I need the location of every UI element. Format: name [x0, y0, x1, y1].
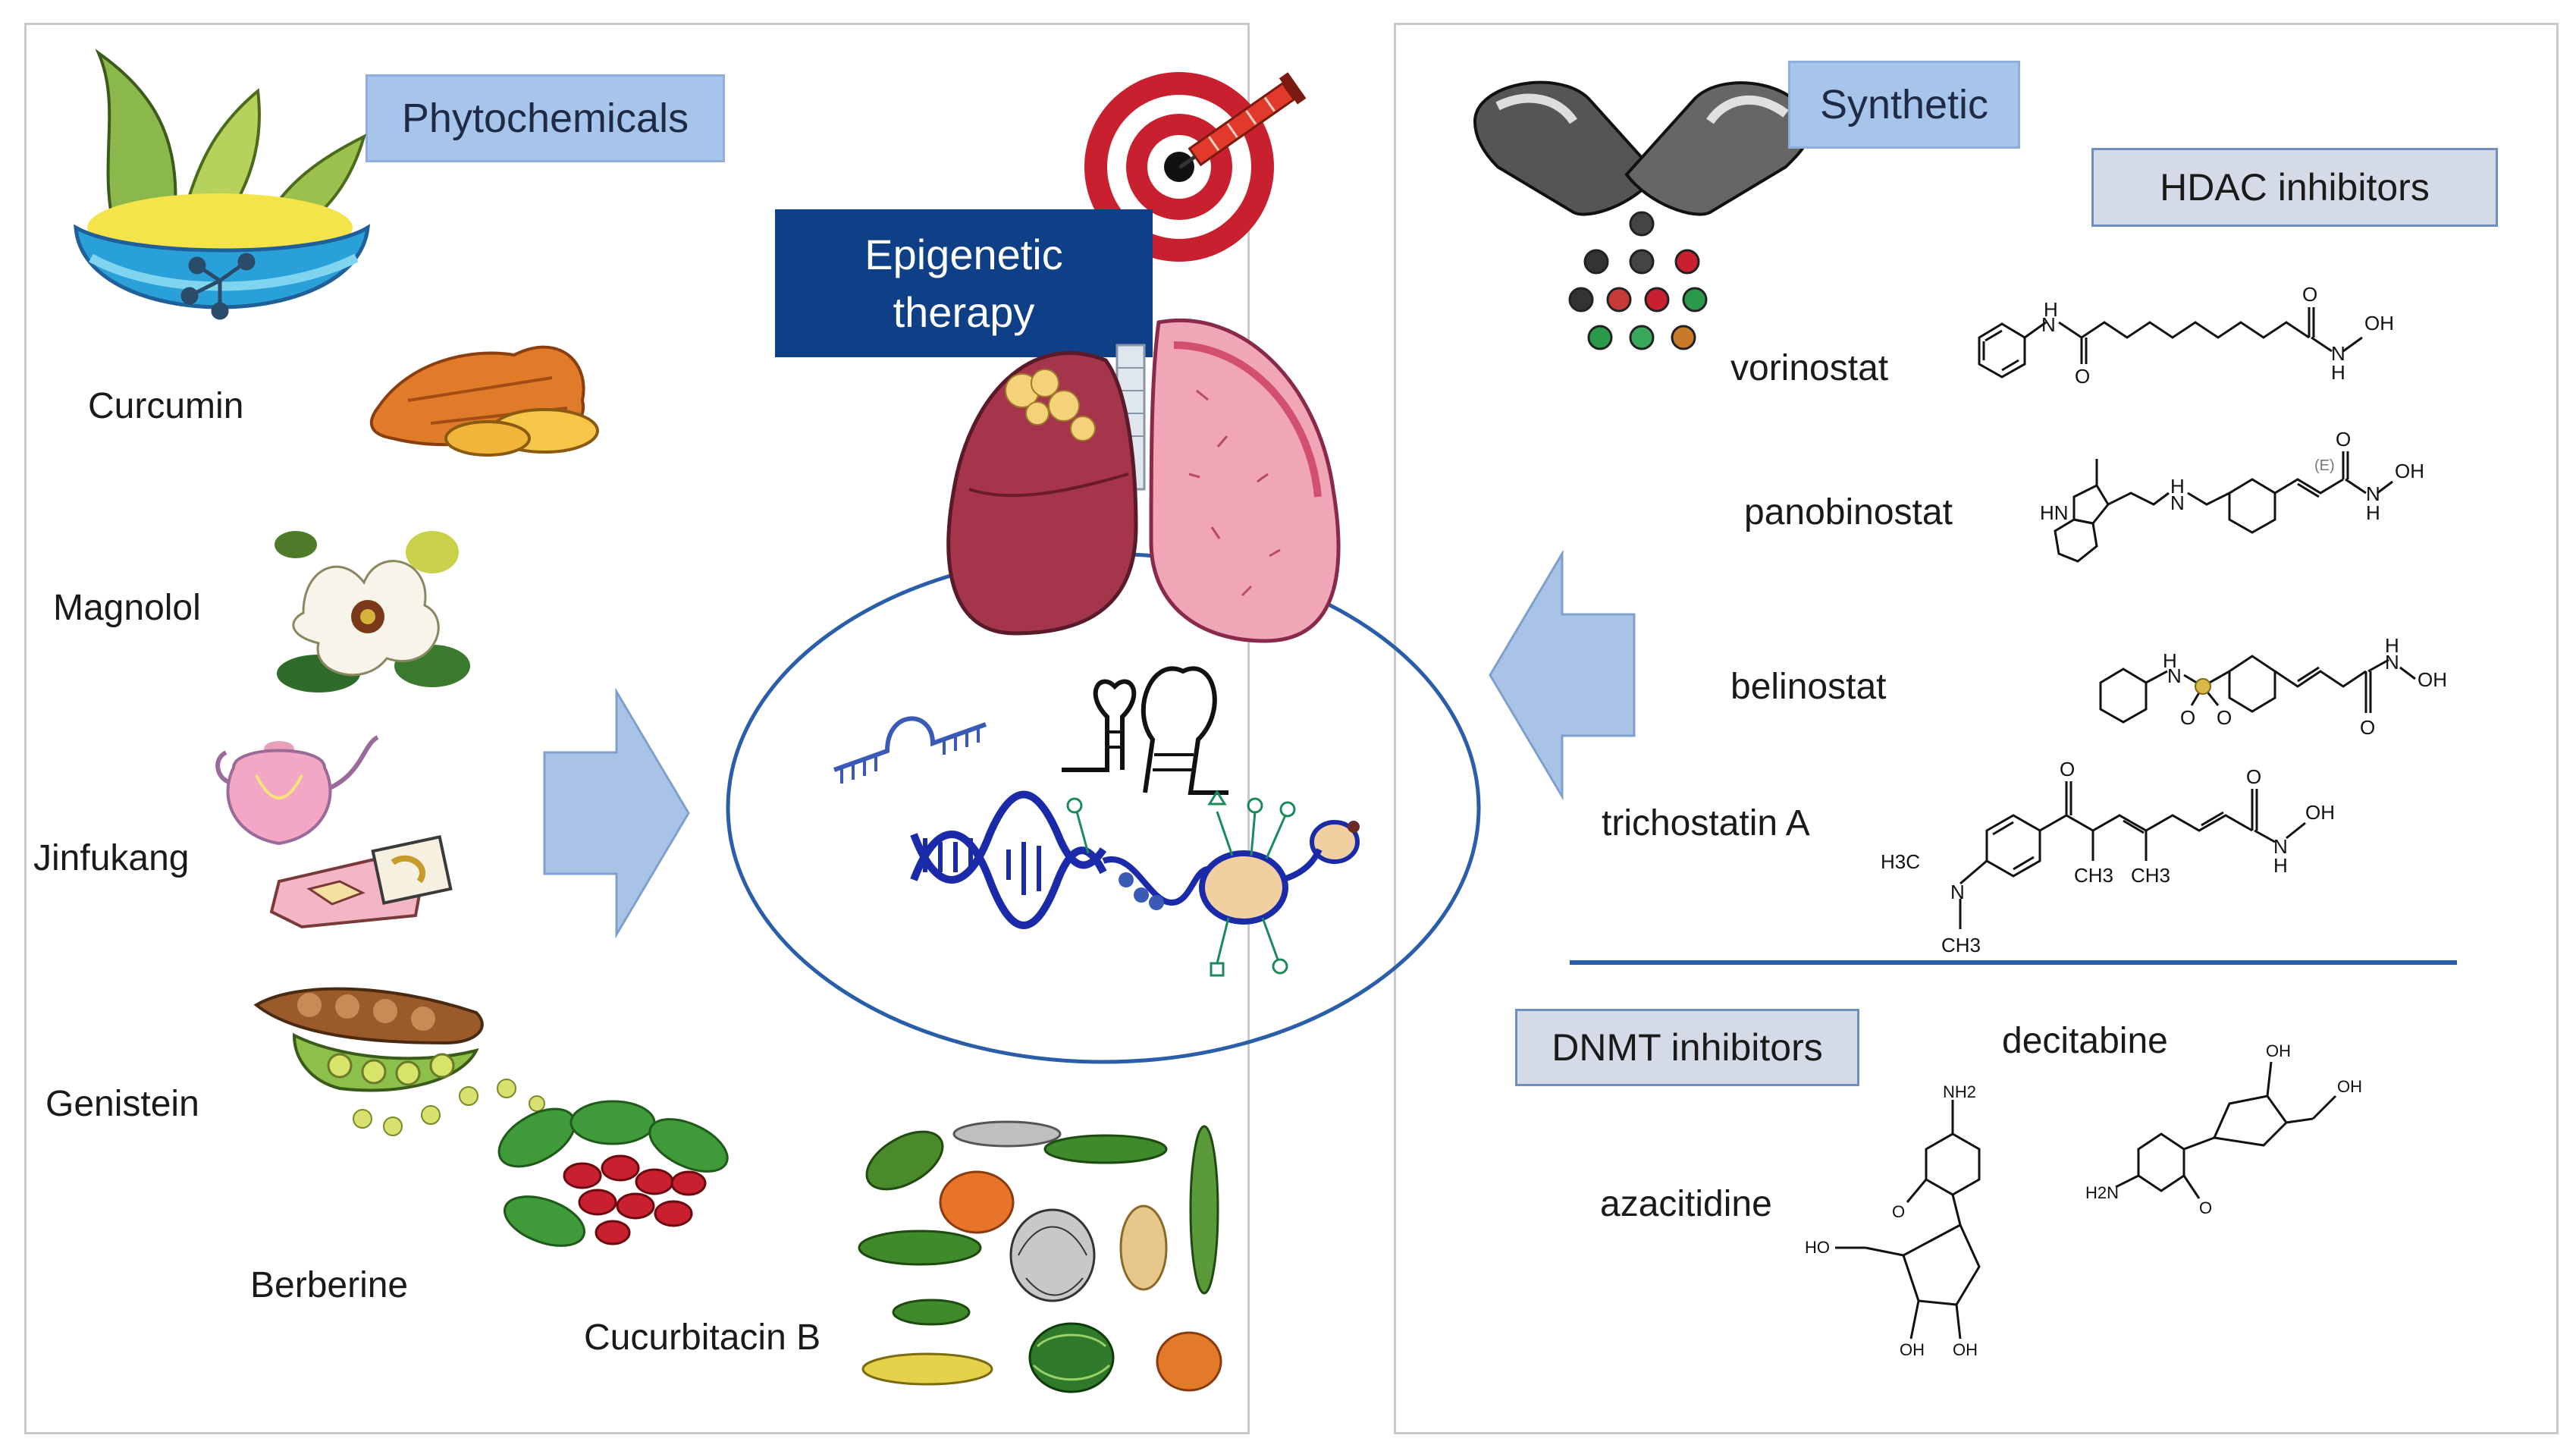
belinostat-label: belinostat [1730, 667, 1887, 707]
trichostatin-a-label: trichostatin A [1602, 803, 1810, 843]
trichostatin-ch3-b: CH3 [2074, 864, 2113, 887]
belinostat-n: N [2167, 664, 2182, 687]
belinostat-h: H [2163, 649, 2177, 672]
panobinostat-oh: OH [2395, 460, 2424, 482]
arrow-right-icon [543, 687, 690, 939]
section-divider [1570, 960, 2457, 965]
panobinostat-o: O [2336, 428, 2351, 451]
panobinostat-h: H [2170, 475, 2185, 498]
trichostatin-ch3-c: CH3 [2131, 864, 2170, 887]
arrow-left-icon [1489, 549, 1636, 801]
vorinostat-n1: N [2041, 313, 2056, 336]
vorinostat-n2: N [2331, 342, 2345, 365]
belinostat-n2: N [2385, 651, 2399, 674]
belinostat-structure: H N O O O H N OH [2099, 634, 2447, 739]
trichostatin-ch3-a: CH3 [1941, 934, 1981, 956]
azacitidine-structure: NH2 O HO OH OH [1805, 1082, 1981, 1359]
belinostat-o1: O [2180, 706, 2195, 729]
decitabine-label: decitabine [2002, 1021, 2168, 1061]
panobinostat-hn: HN [2040, 501, 2069, 524]
target-syringe-icon [1084, 72, 1307, 262]
capsule-pills-image [1473, 80, 1811, 350]
curcumin-bowl-image [74, 49, 371, 320]
lungs-image [946, 319, 1341, 643]
azacitidine-ho: HO [1805, 1238, 1830, 1257]
mirna-hairpin-icon [1062, 666, 1228, 795]
belinostat-o3: O [2360, 716, 2375, 739]
epigenetic-therapy-line2: therapy [893, 287, 1035, 336]
trichostatin-n2: N [2273, 835, 2288, 858]
cucurbitacin-b-label: Cucurbitacin B [584, 1318, 821, 1358]
panobinostat-h2: H [2366, 501, 2380, 524]
genistein-image [253, 987, 545, 1136]
cucurbitacin-image [858, 1120, 1222, 1393]
magnolia-image [275, 531, 470, 693]
belinostat-h2: H [2385, 634, 2399, 657]
panobinostat-n: N [2170, 492, 2185, 514]
trichostatin-oh: OH [2305, 801, 2335, 824]
vorinostat-o1: O [2075, 365, 2090, 388]
vorinostat-nh: H [2044, 298, 2058, 321]
phytochemicals-title: Phytochemicals [366, 74, 725, 162]
curcumin-label: Curcumin [88, 386, 244, 426]
epigenetic-therapy-box: Epigenetic therapy [775, 209, 1153, 357]
azacitidine-oh2: OH [1953, 1340, 1978, 1359]
belinostat-o2: O [2217, 706, 2232, 729]
panobinostat-n2: N [2366, 482, 2380, 505]
panobinostat-structure: HN H N (E) O N H OH [2040, 428, 2424, 563]
dna-nucleosome-icon [910, 790, 1360, 977]
azacitidine-o1: O [1892, 1202, 1905, 1221]
decitabine-h2n: H2N [2085, 1183, 2119, 1202]
vorinostat-label: vorinostat [1730, 348, 1889, 388]
panobinostat-e: (E) [2314, 457, 2335, 474]
vorinostat-structure: H N O O N H OH [1978, 283, 2394, 388]
jinfukang-image [215, 735, 453, 929]
berberine-label: Berberine [250, 1265, 409, 1305]
jinfukang-label: Jinfukang [33, 838, 190, 878]
berberine-image [497, 1100, 729, 1247]
trichostatin-o2: O [2246, 765, 2261, 788]
synthetic-title: Synthetic [1788, 61, 2020, 149]
genistein-label: Genistein [45, 1084, 199, 1124]
turmeric-image [369, 345, 599, 457]
azacitidine-nh2: NH2 [1943, 1082, 1976, 1101]
vorinostat-oh: OH [2364, 312, 2394, 334]
trichostatin-o1: O [2060, 758, 2075, 780]
decitabine-o: O [2199, 1198, 2212, 1217]
decitabine-oh1: OH [2266, 1041, 2291, 1060]
hdac-inhibitors-title: HDAC inhibitors [2091, 148, 2498, 227]
vorinostat-h2: H [2331, 361, 2345, 384]
magnolol-label: Magnolol [53, 588, 201, 628]
decitabine-structure: OH OH H2N O [2085, 1041, 2362, 1217]
trichostatin-h3c: H3C [1881, 850, 1920, 873]
rna-hairpin-icon [833, 716, 987, 784]
vorinostat-o2: O [2302, 283, 2317, 306]
azacitidine-label: azacitidine [1600, 1184, 1772, 1224]
trichostatin-n: N [1950, 881, 1965, 903]
trichostatin-h2: H [2273, 854, 2288, 877]
panobinostat-label: panobinostat [1744, 492, 1953, 532]
dnmt-inhibitors-title: DNMT inhibitors [1515, 1009, 1859, 1086]
belinostat-oh: OH [2418, 668, 2447, 691]
trichostatin-a-structure: H3C N CH3 O CH3 CH3 O N H OH [1881, 758, 2335, 956]
epigenetic-therapy-line1: Epigenetic [864, 230, 1063, 278]
azacitidine-oh1: OH [1900, 1340, 1925, 1359]
decitabine-oh2: OH [2337, 1077, 2362, 1096]
